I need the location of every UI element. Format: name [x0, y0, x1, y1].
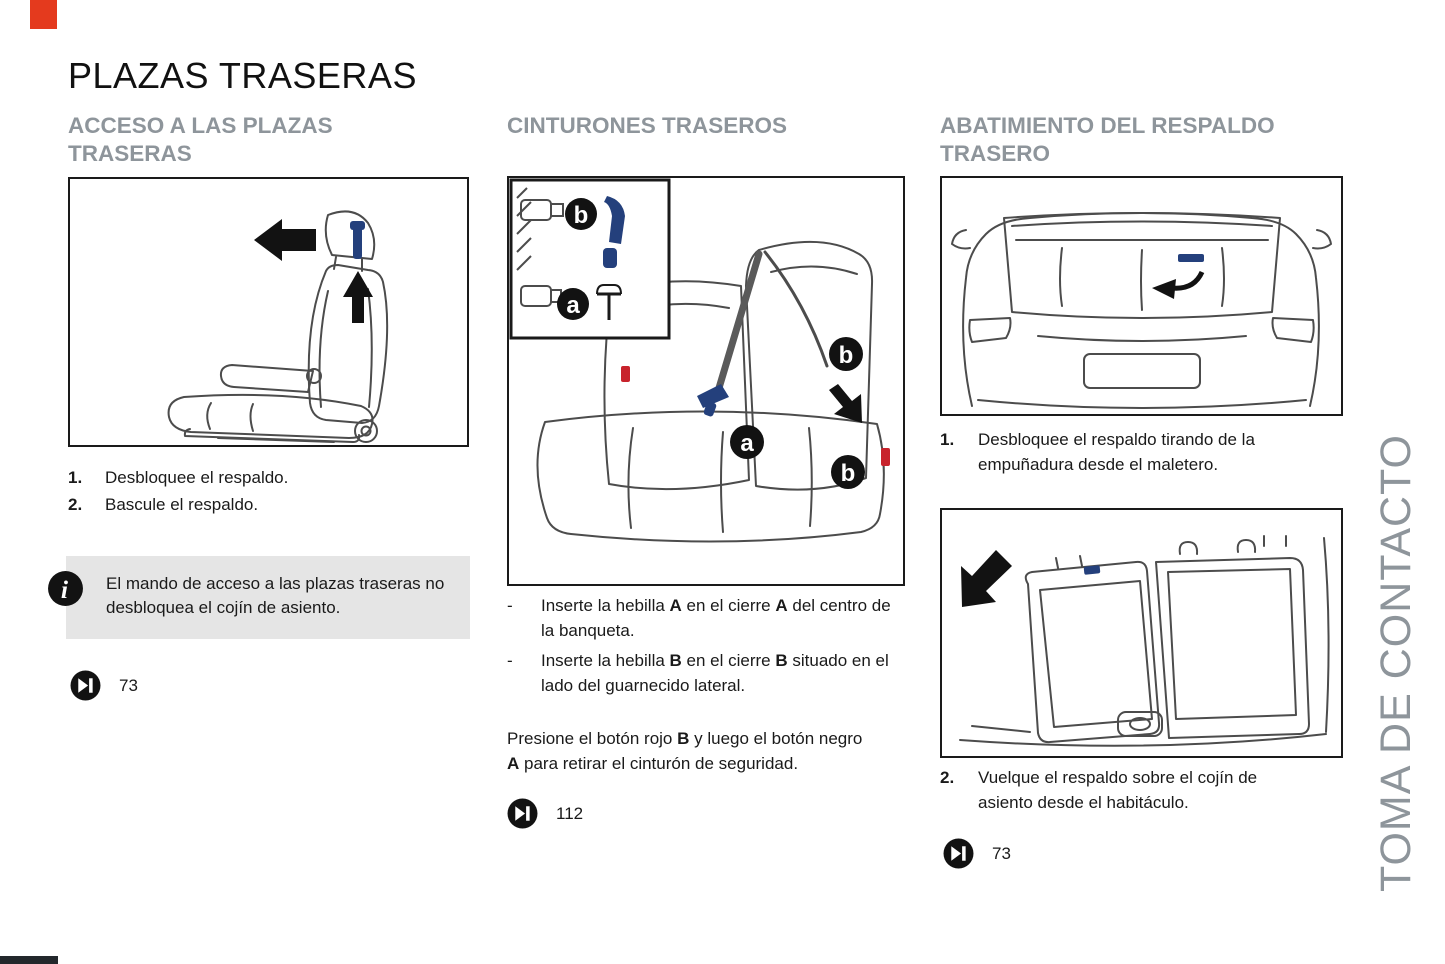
access-step-1: 1. Desbloquee el respaldo. [68, 464, 468, 491]
page-ref-number: 73 [992, 843, 1011, 863]
fold-direction-arrow-icon [961, 550, 1012, 607]
page-reference-belts: 112 [507, 798, 583, 829]
bullet-dash: - [507, 596, 513, 615]
label-b: b [574, 202, 589, 229]
illustration-rear-belts: b a b a b [507, 176, 905, 586]
label-b: b [841, 460, 856, 487]
illustration-access-seat [68, 177, 469, 447]
belts-paragraph: Presione el botón rojo B y luego el botó… [507, 729, 863, 773]
page-ref-icon [507, 798, 538, 829]
trunk-release-handle [1178, 254, 1204, 262]
step-text: Vuelque el respaldo sobre el cojín de as… [978, 768, 1258, 812]
trunk-open-drawing [951, 212, 1332, 409]
chapter-side-tab: TOMA DE CONTACTO [1372, 434, 1420, 892]
label-b: b [839, 342, 854, 369]
svg-text:i: i [61, 575, 69, 604]
page-ref-number: 73 [119, 675, 138, 695]
pull-direction-arrow-icon [1152, 270, 1205, 299]
seat-release-lever [350, 221, 365, 259]
step-number: 1. [68, 468, 83, 487]
strap-handle [1083, 565, 1101, 575]
section-heading-access: ACCESO A LAS PLAZAS TRASERAS [68, 113, 333, 167]
step-number: 2. [940, 768, 955, 787]
step-text: Desbloquee el respaldo tirando de la emp… [978, 430, 1255, 474]
step-number: 1. [940, 430, 955, 449]
belts-bullet-1: - Inserte la hebilla A en el cierre A de… [507, 594, 903, 643]
page-ref-icon [70, 670, 101, 701]
page-ref-icon [943, 838, 974, 869]
step-text: Desbloquee el respaldo. [105, 468, 289, 487]
info-note-box: i El mando de acceso a las plazas traser… [48, 556, 470, 639]
red-release-button [881, 448, 890, 466]
label-a: a [740, 430, 754, 457]
belt-buckle-blue [697, 384, 729, 417]
buckle-direction-arrow-icon [829, 384, 862, 423]
folding-step-1: 1. Desbloquee el respaldo tirando de la … [940, 428, 1340, 477]
belts-bullet-list: - Inserte la hebilla A en el cierre A de… [507, 594, 903, 705]
page-reference-access: 73 [70, 670, 138, 701]
belts-bullet-2: - Inserte la hebilla B en el cierre B si… [507, 649, 903, 698]
info-icon: i [47, 570, 84, 607]
info-note-text: El mando de acceso a las plazas traseras… [106, 574, 445, 617]
bullet-text: Inserte la hebilla A en el cierre A del … [541, 596, 891, 640]
seat-side-view-drawing [167, 210, 389, 443]
page-title: PLAZAS TRASERAS [68, 55, 417, 96]
illustration-folded-seats [940, 508, 1343, 758]
red-release-button [621, 366, 630, 382]
label-a: a [566, 292, 580, 319]
section-heading-belts: CINTURONES TRASEROS [507, 113, 788, 138]
page-ref-number: 112 [556, 803, 584, 823]
bullet-text: Inserte la hebilla B en el cierre B situ… [541, 651, 889, 695]
page-reference-folding: 73 [943, 838, 1011, 869]
folding-step-2: 2. Vuelque el respaldo sobre el cojín de… [940, 766, 1340, 815]
lever-direction-arrow-icon [343, 271, 373, 323]
section-heading-folding: ABATIMIENTO DEL RESPALDO TRASERO [940, 113, 1275, 167]
step-text: Bascule el respaldo. [105, 495, 259, 515]
illustration-trunk-view [940, 176, 1343, 416]
bullet-dash: - [507, 651, 513, 671]
access-step-list: 1. Desbloquee el respaldo. 2. Bascule el… [68, 464, 468, 518]
page-edge-mark [0, 956, 58, 964]
step-number: 2. [68, 495, 83, 515]
seatback-folding-drawing [959, 535, 1330, 747]
chapter-color-tab [30, 0, 57, 29]
fold-direction-arrow-icon [254, 219, 316, 261]
rear-bench-belts-drawing: b a b a b [509, 178, 890, 543]
access-step-2: 2. Bascule el respaldo. [68, 491, 468, 518]
